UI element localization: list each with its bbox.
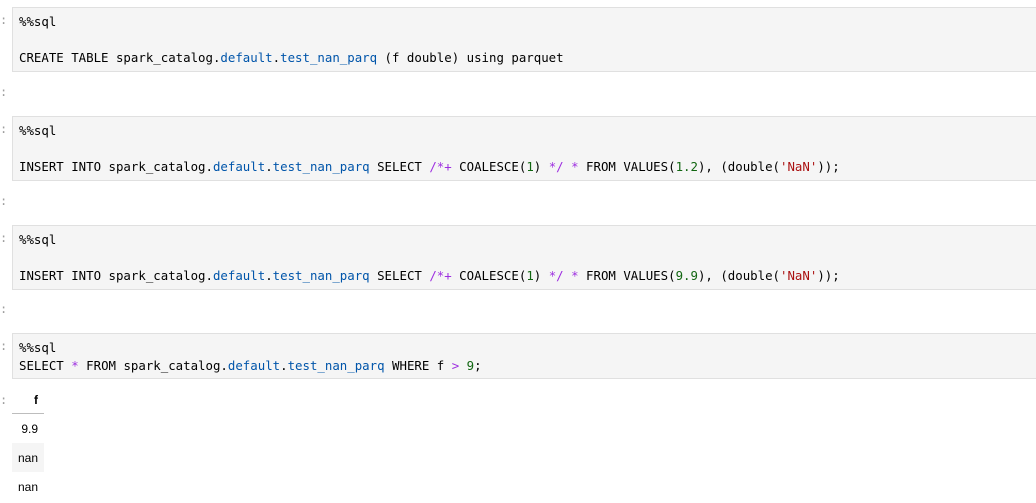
code-token: WHERE f (384, 358, 452, 373)
code-token: 9 (466, 358, 475, 373)
code-token: * (571, 268, 579, 283)
code-token: FROM spark_catalog. (78, 358, 228, 373)
sql-code-line: CREATE TABLE spark_catalog.default.test_… (19, 49, 1036, 67)
cell-4-input-prompt: : (0, 339, 8, 353)
table-cell: nan (18, 479, 39, 494)
blank-line (19, 249, 1036, 267)
code-token: FROM VALUES( (578, 159, 676, 174)
table-cell: 9.9 (21, 421, 39, 436)
cell-1-output-prompt: : (0, 85, 8, 99)
code-token: * (71, 358, 79, 373)
blank-line (19, 31, 1036, 49)
cell-2-code-editor[interactable]: %%sql INSERT INTO spark_catalog.default.… (12, 116, 1036, 181)
magic-command: %%sql (19, 340, 57, 355)
code-token: (f double) using parquet (377, 50, 564, 65)
code-token: /*+ (429, 268, 452, 283)
cell-3-output-prompt: : (0, 302, 8, 316)
magic-command: %%sql (19, 123, 57, 138)
code-token: SELECT (19, 358, 72, 373)
code-token: > (451, 358, 460, 373)
code-token: CREATE TABLE spark_catalog. (19, 50, 221, 65)
code-token: */ (548, 268, 564, 283)
code-token: default (212, 268, 266, 283)
table-header-row: f (12, 388, 45, 414)
code-token: * (571, 159, 579, 174)
code-token: 'NaN' (780, 159, 818, 174)
table-cell: nan (12, 443, 45, 472)
column-header-f: f (12, 388, 45, 414)
code-token: COALESCE( (451, 268, 527, 283)
cell-4-output-prompt: : (0, 393, 8, 407)
code-token: INSERT INTO spark_catalog. (19, 268, 213, 283)
code-token: test_nan_parq (272, 268, 370, 283)
code-token: ), (double( (697, 268, 781, 283)
sql-code-line: SELECT * FROM spark_catalog.default.test… (19, 357, 1036, 375)
code-token: INSERT INTO spark_catalog. (19, 159, 213, 174)
sql-code-line: INSERT INTO spark_catalog.default.test_n… (19, 267, 1036, 285)
code-token: */ (548, 159, 564, 174)
result-table: f 9.9 nan nan (12, 388, 45, 501)
code-token: . (272, 50, 281, 65)
code-token: /*+ (429, 159, 452, 174)
code-token: default (212, 159, 266, 174)
code-token: default (220, 50, 273, 65)
cell-2-input-prompt: : (0, 122, 8, 136)
code-token: )); (817, 159, 840, 174)
magic-command: %%sql (19, 14, 57, 29)
cell-1-code-editor[interactable]: %%sql CREATE TABLE spark_catalog.default… (12, 7, 1036, 72)
code-token: 'NaN' (780, 268, 818, 283)
cell-2-output-prompt: : (0, 194, 8, 208)
code-token: SELECT (369, 268, 430, 283)
cell-3-code-editor[interactable]: %%sql INSERT INTO spark_catalog.default.… (12, 225, 1036, 290)
code-token: SELECT (369, 159, 430, 174)
blank-line (19, 140, 1036, 158)
code-token: 1 (526, 268, 534, 283)
magic-command: %%sql (19, 232, 57, 247)
code-token: . (280, 358, 288, 373)
code-token: default (227, 358, 281, 373)
code-token: test_nan_parq (280, 50, 378, 65)
code-token: . (265, 159, 273, 174)
code-token: ) (533, 159, 549, 174)
table-row: 9.9 (12, 414, 44, 444)
table-row: nan (12, 443, 45, 472)
code-token: FROM VALUES( (578, 268, 676, 283)
code-token (459, 358, 466, 373)
code-token: ), (double( (697, 159, 781, 174)
code-token: test_nan_parq (272, 159, 370, 174)
code-token: ) (533, 268, 549, 283)
code-token: ; (474, 358, 482, 373)
table-row: nan (12, 472, 44, 501)
code-token: 1.2 (675, 159, 698, 174)
cell-3-input-prompt: : (0, 231, 8, 245)
code-token: 1 (526, 159, 534, 174)
cell-1-input-prompt: : (0, 13, 8, 27)
code-token: test_nan_parq (287, 358, 385, 373)
code-token: 9.9 (675, 268, 698, 283)
code-token (564, 268, 571, 283)
cell-4-code-editor[interactable]: %%sql SELECT * FROM spark_catalog.defaul… (12, 333, 1036, 379)
code-token (564, 159, 571, 174)
code-token: COALESCE( (451, 159, 527, 174)
code-token: )); (817, 268, 840, 283)
code-token: . (265, 268, 273, 283)
sql-code-line: INSERT INTO spark_catalog.default.test_n… (19, 158, 1036, 176)
